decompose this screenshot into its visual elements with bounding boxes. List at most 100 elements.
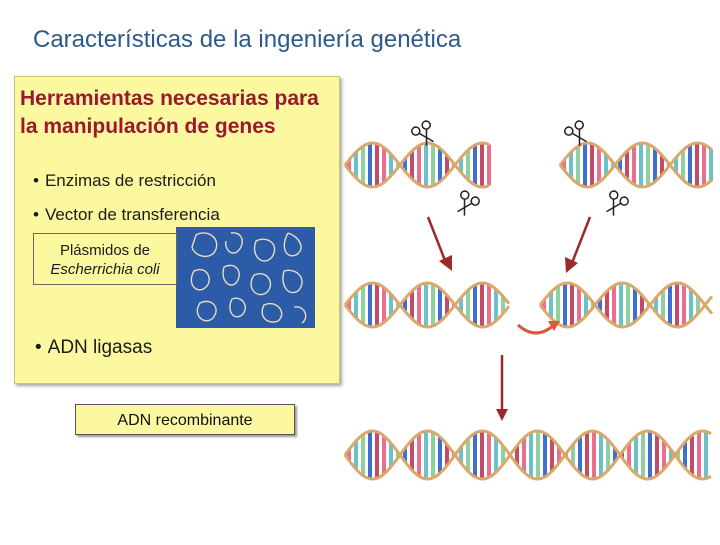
base-pair	[389, 443, 393, 467]
base-pair	[584, 294, 588, 316]
base-pair	[662, 440, 666, 470]
base-pair	[592, 431, 596, 479]
base-pair	[361, 146, 365, 184]
base-pair	[576, 146, 580, 184]
plasmid-micrograph-drawing	[176, 227, 315, 328]
plasmid-micrograph	[176, 227, 315, 328]
scissors-icon	[457, 190, 480, 216]
base-pair	[529, 432, 533, 478]
base-pair	[619, 283, 623, 327]
base-pair	[689, 289, 693, 321]
backbone-strand	[558, 141, 713, 189]
base-pair	[613, 448, 617, 462]
base-pair	[417, 285, 421, 325]
base-pair	[501, 296, 505, 314]
base-pair	[417, 433, 421, 477]
base-pair	[354, 292, 358, 318]
base-pair	[625, 151, 629, 179]
base-pair	[704, 431, 708, 479]
curved-arrow-icon	[517, 321, 560, 335]
base-pair	[480, 431, 484, 479]
base-pair	[522, 437, 526, 473]
base-pair	[473, 284, 477, 326]
scissors-icon	[564, 120, 587, 146]
base-pair	[578, 436, 582, 474]
base-pair	[459, 297, 463, 313]
base-pair	[431, 432, 435, 478]
base-pair	[669, 449, 673, 461]
base-pair	[487, 284, 491, 326]
base-pair	[368, 143, 372, 187]
down-arrow-icon	[565, 216, 592, 273]
base-pair	[473, 144, 477, 186]
base-pair	[695, 143, 699, 187]
base-pair	[466, 150, 470, 180]
base-pair	[368, 283, 372, 327]
base-pair	[653, 148, 657, 182]
dna-diagram-canvas	[343, 120, 714, 481]
backbone-strand	[343, 429, 712, 481]
base-pair	[347, 300, 351, 310]
base-pair	[570, 283, 574, 327]
base-pair	[639, 143, 643, 187]
base-pair	[389, 294, 393, 316]
base-pair	[626, 284, 630, 326]
base-pair	[620, 452, 624, 458]
base-pair	[389, 154, 393, 176]
base-pair	[557, 446, 561, 464]
base-pair	[690, 435, 694, 475]
panel-heading: Herramientas necesarias para la manipula…	[20, 87, 319, 138]
base-pair	[583, 143, 587, 187]
backbone-strand	[343, 429, 712, 481]
dna-helix-vector	[538, 281, 714, 329]
base-pair	[410, 291, 414, 319]
plasmid-caption-species: Escherrichia coli	[50, 261, 160, 278]
base-pair	[668, 284, 672, 326]
bullet-transfer-vector: • Vector de transferencia	[33, 205, 220, 225]
base-pair	[424, 283, 428, 327]
bullet-text: Vector de transferencia	[44, 205, 220, 224]
base-pair	[431, 144, 435, 186]
base-pair	[577, 287, 581, 323]
base-pair	[368, 431, 372, 479]
scissors-icon	[411, 120, 434, 146]
dna-helix-1	[343, 141, 491, 189]
scissors-icon	[606, 190, 629, 216]
base-pair	[597, 147, 601, 183]
bullet-restriction-enzymes: •Enzimas de restricción	[33, 171, 216, 191]
base-pair	[473, 433, 477, 477]
base-pair	[480, 283, 484, 327]
base-pair	[590, 143, 594, 187]
base-pair	[396, 302, 400, 308]
base-pair	[396, 452, 400, 458]
base-pair	[611, 162, 615, 168]
base-pair	[438, 288, 442, 322]
base-pair	[604, 154, 608, 176]
base-pair	[681, 150, 685, 180]
base-pair	[424, 143, 428, 187]
base-pair	[403, 298, 407, 312]
base-pair	[403, 158, 407, 172]
base-pair	[501, 445, 505, 465]
base-pair	[640, 295, 644, 315]
base-pair	[515, 445, 519, 465]
base-pair	[661, 290, 665, 320]
base-pair	[410, 151, 414, 179]
base-pair	[354, 152, 358, 178]
base-pair	[648, 431, 652, 479]
base-pair	[431, 284, 435, 326]
base-pair	[382, 435, 386, 475]
base-pair	[361, 434, 365, 476]
base-pair	[556, 286, 560, 324]
base-pair	[675, 283, 679, 327]
base-pair	[417, 145, 421, 185]
bullet-dot: •	[33, 205, 39, 224]
base-pair	[627, 443, 631, 467]
base-pair	[599, 433, 603, 477]
base-pair	[494, 289, 498, 321]
base-pair	[445, 155, 449, 175]
base-pair	[563, 283, 567, 327]
backbone-strand	[538, 281, 714, 329]
down-arrow-icon	[426, 216, 452, 271]
base-pair	[445, 295, 449, 315]
